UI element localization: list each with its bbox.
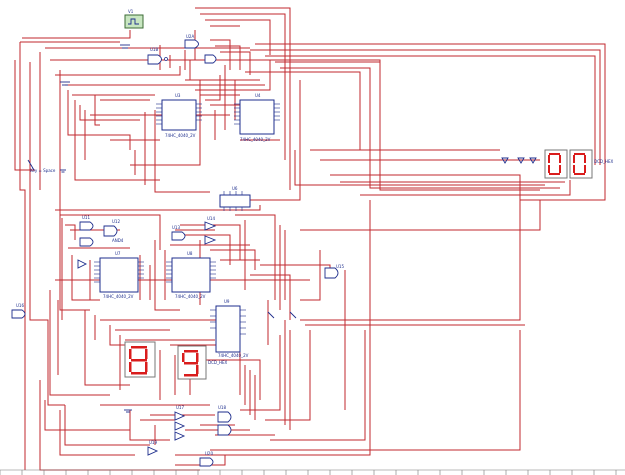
battery-icon <box>60 44 130 86</box>
u12-label: U12 <box>112 219 120 224</box>
ground-icon-bottom <box>124 409 132 413</box>
u18-label: U18 <box>218 405 226 410</box>
u20-label: U20 <box>205 451 213 456</box>
bottom-ruler <box>0 469 625 475</box>
u15-label: U15 <box>336 264 344 269</box>
u13-label: U13 <box>172 225 180 230</box>
ground-icon <box>60 169 66 173</box>
gate-block-bottom: U17 U18 <box>174 405 232 441</box>
u16-label: U16 <box>16 303 24 308</box>
gate-u19: U19 <box>147 440 159 456</box>
u4-part: 74HC_4040_2V <box>240 137 271 142</box>
gate-u15: U15 <box>324 264 344 279</box>
u8-label: U8 <box>187 251 193 256</box>
key-switch-label: Key = Space <box>30 168 56 173</box>
u19-label: U19 <box>149 440 157 445</box>
nand-gate-u1: U1B <box>147 47 168 65</box>
u2-label: U2A <box>186 34 194 39</box>
seven-segment-display-tens <box>544 149 568 179</box>
u9-part: 74HC_4040_2V <box>218 353 249 358</box>
wire-network <box>14 7 606 471</box>
gate-u5 <box>204 54 217 64</box>
u17-label: U17 <box>176 405 184 410</box>
probe-icons <box>267 311 297 319</box>
gate-block-left: U11 U12 AND4 <box>77 215 124 269</box>
and4-label: AND4 <box>112 238 124 243</box>
u8-part: 74HC_4040_2V <box>175 294 206 299</box>
u3-label: U3 <box>175 93 181 98</box>
seven-segment-display-bottom-left <box>124 341 156 378</box>
u1-label: U1B <box>150 47 158 52</box>
gate-u2: U2A <box>184 34 199 49</box>
ic-u6: U6 <box>219 186 251 211</box>
clock-source-label: V1 <box>128 9 134 14</box>
gate-u16: U16 <box>11 303 26 319</box>
ic-u4: U4 74HC_4040_2V <box>234 93 280 142</box>
seg-display-top-label: DCD_HEX <box>594 159 613 164</box>
gate-block-center: U13 U14 <box>171 216 217 245</box>
gate-u20: U20 <box>199 451 213 467</box>
u7-label: U7 <box>115 251 121 256</box>
ic-u8: U8 74HC_4040_2V <box>166 251 216 299</box>
u4-label: U4 <box>255 93 261 98</box>
ic-u7: U7 74HC_4040_2V <box>94 251 144 299</box>
seven-segment-display-ones: DCD_HEX <box>569 149 613 179</box>
u11-label: U11 <box>82 215 90 220</box>
u3-part: 74HC_4040_2V <box>165 133 196 138</box>
u6-label: U6 <box>232 186 238 191</box>
u7-part: 74HC_4040_2V <box>103 294 134 299</box>
u14-label: U14 <box>207 216 215 221</box>
u9-label: U9 <box>224 299 230 304</box>
ic-u3: U3 74HC_4040_2V <box>156 93 202 138</box>
clock-source-v1[interactable]: V1 <box>124 9 144 29</box>
seg-display-bottom-label: DCD_HEX <box>208 360 227 365</box>
led-indicators <box>501 157 537 164</box>
seven-segment-display-bottom-right: DCD_HEX <box>177 345 227 380</box>
ic-u9: U9 74HC_4040_2V <box>210 299 249 358</box>
key-switch[interactable]: Key = Space <box>27 159 56 173</box>
